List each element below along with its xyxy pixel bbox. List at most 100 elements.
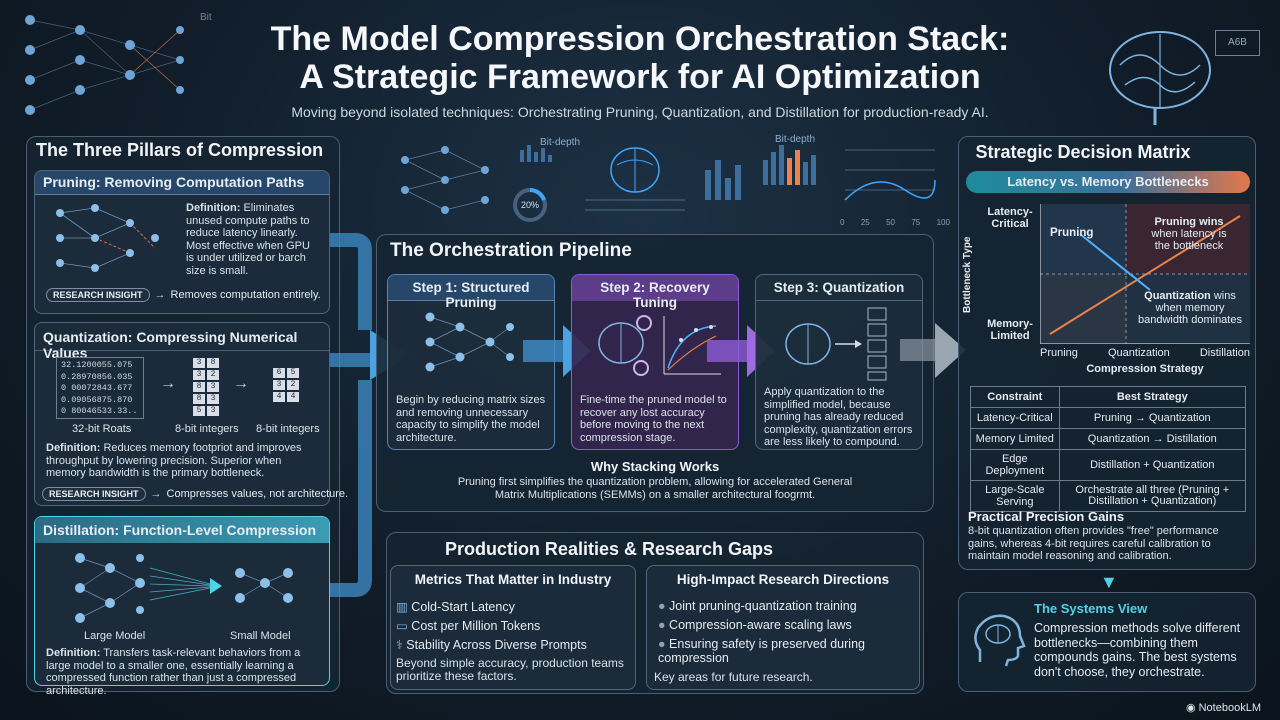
bit-label: Bit: [200, 12, 212, 23]
percent-gauge-label: 20%: [521, 200, 540, 210]
quantization-title: Quantization: Compressing Numerical Valu…: [35, 323, 329, 361]
x-tick: Distillation: [1199, 347, 1250, 359]
research-insight-badge: RESEARCH INSIGHT: [42, 487, 146, 501]
grid-cell: 2: [207, 370, 219, 380]
metrics-title: Metrics That Matter in Industry: [414, 572, 612, 587]
metrics-list: ▥ Cold-Start Latency ▭ Cost per Million …: [396, 598, 587, 655]
x-tick: Quantization: [1108, 347, 1170, 359]
note-quantization-wins: Quantization wins when memory bandwidth …: [1132, 290, 1248, 326]
grid-cell: 2: [287, 380, 299, 390]
metrics-card: [390, 565, 636, 690]
table-cell: Edge Deployment: [970, 449, 1060, 481]
float-value: 0.09056875.870: [61, 394, 133, 405]
definition-label: Definition:: [46, 647, 101, 659]
chip-badge: A6B: [1215, 30, 1260, 56]
grid-cell: 5: [287, 368, 299, 378]
step1-text: Begin by reducing matrix sizes and remov…: [396, 394, 546, 444]
pipeline-title: The Orchestration Pipeline: [390, 240, 632, 261]
distillation-title: Distillation: Function-Level Compression: [35, 517, 329, 543]
research-title: High-Impact Research Directions: [676, 572, 890, 587]
float-value: 0 00072843.677: [61, 383, 133, 393]
step3-brain-quant-icon: [785, 307, 887, 381]
step3-text: Apply quantization to the simplified mod…: [764, 386, 913, 448]
grid-cell: 5: [193, 406, 205, 416]
definition-text: Transfers task-relevant behaviors from a…: [46, 647, 301, 697]
precision-gains-title: Practical Precision Gains: [968, 509, 1125, 524]
y-axis-label: Bottleneck Type: [962, 236, 973, 314]
metric-label: Cost per Million Tokens: [411, 619, 541, 633]
insight-text: Compresses values, not architecture.: [166, 488, 349, 500]
bullet-icon: ●: [658, 618, 666, 632]
distillation-definition: Definition: Transfers task-relevant beha…: [46, 647, 326, 697]
note-bold: Pruning wins: [1154, 216, 1224, 228]
metrics-note: Beyond simple accuracy, production teams…: [396, 656, 624, 683]
definition-text: Eliminates unused compute paths to reduc…: [186, 202, 310, 277]
step1-title: Step 1: Structured Pruning: [388, 275, 554, 310]
small-model-label: Small Model: [230, 630, 291, 642]
research-item: ● Compression-aware scaling laws: [658, 618, 908, 632]
quantization-definition: Definition: Reduces memory footpriot and…: [46, 442, 324, 480]
latency-memory-banner: Latency vs. Memory Bottlenecks: [966, 171, 1250, 193]
step3-title: Step 3: Quantization: [756, 275, 922, 301]
note-text: when memory bandwidth dominates: [1138, 302, 1242, 326]
systems-view-panel: [958, 592, 1256, 692]
float-value: 32.1200055.075: [61, 360, 133, 370]
arrow-down-icon: ▼: [1100, 572, 1118, 592]
arrow-right-icon: →: [154, 289, 166, 301]
brain-head-icon: [974, 614, 1026, 667]
why-stacking-line: Matrix Multiplications (SEMMs) on a smal…: [494, 488, 816, 501]
table-cell: Quantization → Distillation: [1058, 428, 1247, 450]
bar-chart-icon: ▥: [396, 600, 408, 614]
float-values-block: 32.1200055.075 0.28970856.035 0 00072843…: [56, 357, 144, 419]
arrow-pipeline-to-matrix: [900, 323, 966, 378]
step2-title: Step 2: Recovery Tuning: [572, 275, 738, 310]
grid-cell: 8: [207, 358, 219, 368]
research-item: ● Joint pruning-quantization training: [658, 599, 908, 613]
why-stacking-title: Why Stacking Works: [590, 459, 720, 474]
definition-text: Reduces memory footpriot and improves th…: [46, 442, 302, 479]
research-label: Ensuring safety is preserved during comp…: [658, 637, 865, 665]
pruning-network-icon: [56, 204, 159, 272]
table-cell: Large-Scale Serving: [970, 480, 1060, 512]
pruning-line-label: Pruning: [1050, 227, 1094, 239]
quantization-insight: RESEARCH INSIGHT → Compresses values, no…: [42, 487, 348, 501]
bit-depth-label-2: Bit-depth: [775, 134, 816, 145]
label-32bit: 32-bit Roats: [72, 423, 132, 435]
grid-cell: 3: [207, 382, 219, 392]
title-line-2: A Strategic Framework for AI Optimizatio…: [299, 58, 981, 96]
metric-item: ▥ Cold-Start Latency: [396, 598, 587, 617]
grid-cell: 3: [207, 394, 219, 404]
tick: 100: [936, 218, 950, 227]
x-axis-ticks: Pruning Quantization Distillation: [1040, 347, 1250, 359]
pruning-definition: Definition: Eliminates unused compute pa…: [186, 202, 320, 277]
bit-depth-label-1: Bit-depth: [540, 137, 581, 148]
note-pruning-wins: Pruning wins when latency is the bottlen…: [1148, 216, 1230, 252]
arrow-right-icon: →: [150, 488, 162, 500]
step3-card: Step 3: Quantization: [755, 274, 923, 450]
label-8bit-b: 8-bit integers: [256, 423, 320, 435]
distillation-diagram: [75, 553, 293, 623]
systems-view-text: Compression methods solve different bott…: [1034, 621, 1241, 679]
tick: 75: [911, 218, 921, 227]
table-cell: Orchestrate all three (Pruning + Distill…: [1058, 480, 1247, 512]
table-cell: Distillation + Quantization: [1058, 449, 1247, 481]
metric-label: Stability Across Diverse Prompts: [406, 638, 587, 652]
tick: 0: [840, 218, 845, 227]
x-tick: Pruning: [1040, 347, 1078, 359]
research-label: Compression-aware scaling laws: [669, 618, 852, 632]
grid-cell: 8: [193, 382, 205, 392]
bullet-icon: ●: [658, 637, 666, 651]
table-header: Best Strategy: [1058, 386, 1247, 408]
title-line-1: The Model Compression Orchestration Stac…: [270, 20, 1010, 58]
brand-name: NotebookLM: [1198, 701, 1261, 714]
table-cell: Latency-Critical: [970, 407, 1060, 429]
arrow-right-icon: →: [160, 375, 176, 392]
pruning-insight: RESEARCH INSIGHT → Removes computation e…: [46, 288, 321, 302]
research-note: Key areas for future research.: [654, 670, 813, 684]
step2-brain-chart-icon: [598, 315, 721, 376]
float-value: 0 80046533.33..: [61, 406, 138, 416]
arrow-right-icon: →: [233, 375, 249, 392]
research-list: ● Joint pruning-quantization training ● …: [658, 599, 908, 665]
